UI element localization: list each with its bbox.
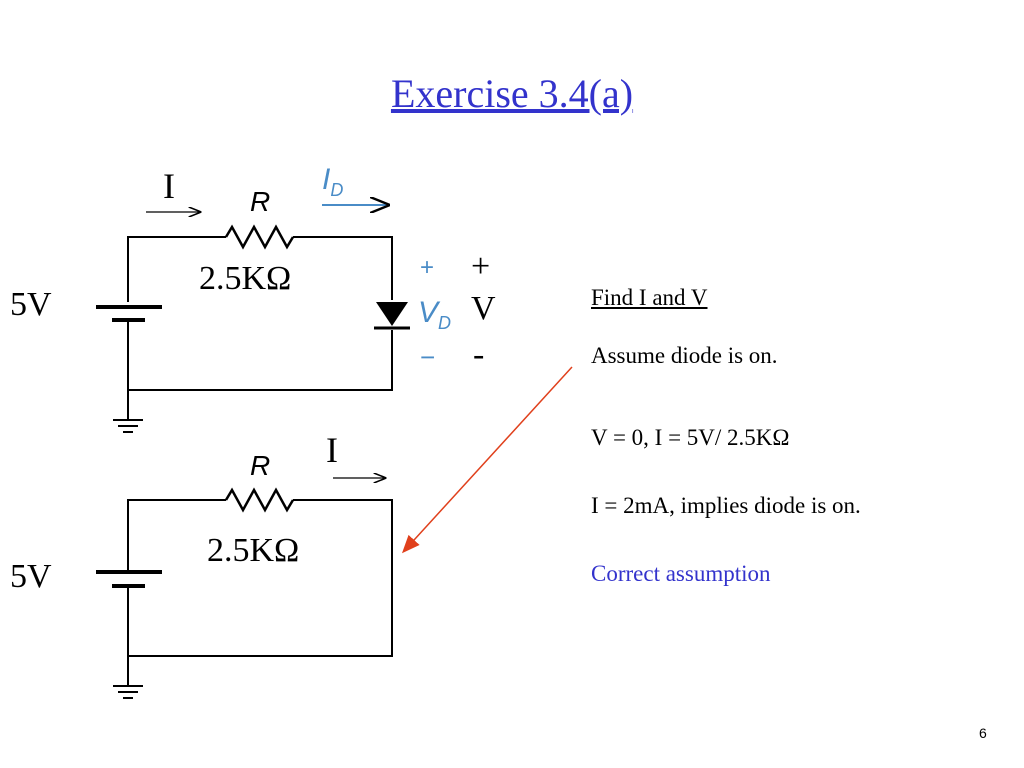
top-wire-left-upper	[127, 236, 226, 302]
notes-conclusion: Correct assumption	[591, 561, 771, 586]
notes-line-2: V = 0, I = 5V/ 2.5KΩ	[591, 425, 790, 450]
polarity-plus: +	[471, 248, 491, 285]
notes-heading: Find I and V	[591, 285, 708, 310]
top-resistor-symbol: R	[250, 186, 271, 217]
top-wire-right	[293, 236, 393, 300]
diode-symbol	[374, 302, 410, 330]
diode-voltage-label: VD	[418, 296, 451, 334]
top-resistor	[224, 224, 295, 250]
bottom-resistor	[224, 487, 295, 513]
bottom-resistor-symbol: R	[250, 450, 271, 481]
diode-current-label: ID	[322, 163, 343, 201]
diode-voltage-subscript: D	[438, 313, 452, 333]
diode-current-symbol: I	[322, 163, 331, 196]
top-resistance-value: 2.5KΩ	[199, 260, 292, 297]
notes-line-1: Assume diode is on.	[591, 343, 778, 368]
top-circuit	[96, 212, 393, 433]
bottom-wire-left-upper	[127, 499, 226, 570]
bottom-wire-right	[127, 499, 393, 657]
bottom-circuit	[96, 478, 393, 699]
diode-voltage-symbol: V	[418, 296, 439, 329]
diode-plus-mark: +	[420, 254, 435, 281]
bottom-resistance-value: 2.5KΩ	[207, 532, 300, 569]
polarity-v: V	[471, 290, 496, 327]
diode-current-subscript: D	[330, 180, 344, 200]
notes-line-3: I = 2mA, implies diode is on.	[591, 493, 861, 518]
diode-minus-mark: −	[420, 342, 436, 372]
top-wire-bottom	[127, 320, 393, 391]
top-source-voltage: 5V	[10, 286, 52, 323]
slide-title: Exercise 3.4(a)	[390, 71, 634, 116]
pointer-arrow	[401, 366, 573, 554]
bottom-source-voltage: 5V	[10, 558, 52, 595]
top-current-label: I	[163, 166, 175, 206]
page-number: 6	[979, 725, 987, 741]
polarity-minus: -	[473, 336, 485, 373]
bottom-current-label: I	[326, 430, 338, 470]
